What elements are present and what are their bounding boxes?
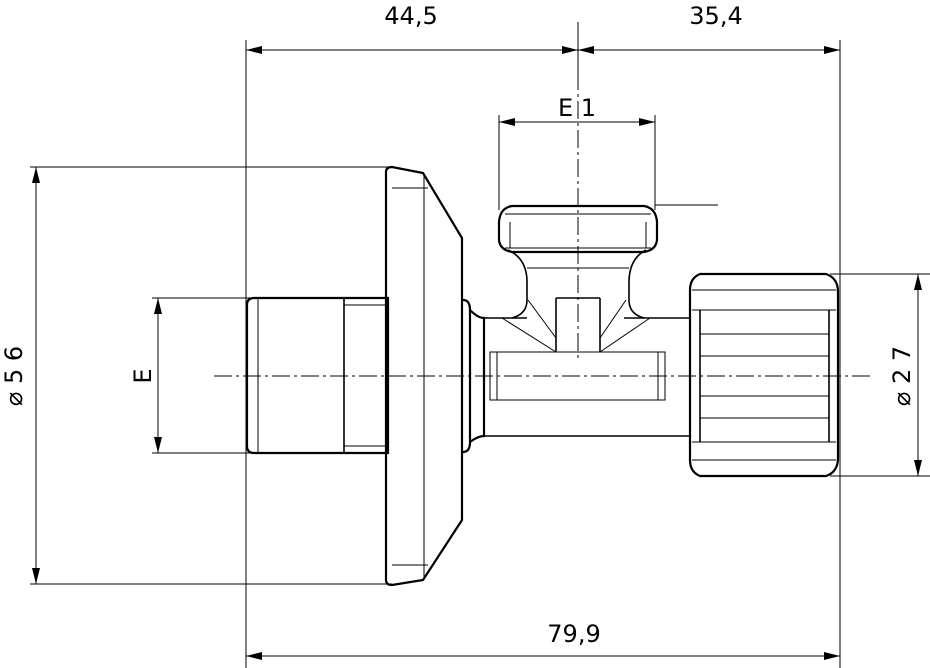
- dimension-lines: [32, 46, 922, 660]
- dim-flange-diameter: ⌀ 5 6: [0, 346, 28, 406]
- center-lines: [214, 72, 870, 377]
- valve-body: [484, 297, 690, 437]
- wall-rosette: [384, 165, 464, 587]
- dim-nut-diameter: ⌀ 2 7: [888, 346, 916, 406]
- dim-overall-length: 79,9: [547, 620, 600, 648]
- dimension-labels: 44,5 35,4 E 1 79,9 E ⌀ 5 6 ⌀ 2 7: [0, 2, 916, 648]
- extension-lines: [30, 22, 930, 668]
- handwheel-cap: [497, 204, 659, 254]
- dim-left-length: 44,5: [384, 2, 437, 30]
- body-collar: [462, 298, 486, 454]
- dim-right-length: 35,4: [689, 2, 742, 30]
- compression-nut: [688, 272, 840, 478]
- inlet-thread-stub: [245, 296, 390, 455]
- dim-inlet-thread: E: [129, 368, 157, 383]
- valve-neck: [507, 249, 647, 319]
- dim-outlet-thread: E 1: [558, 94, 596, 122]
